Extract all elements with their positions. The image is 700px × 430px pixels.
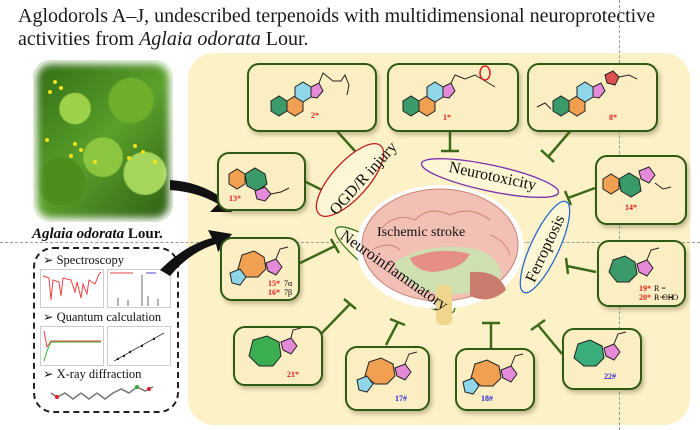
compound-label-1: 1* [443, 113, 451, 122]
plant-species-label: Aglaia odorata Lour. [32, 226, 163, 243]
title-line-2-suffix: Lour. [260, 28, 309, 50]
arrow-photo-to-compounds [170, 180, 232, 212]
compound-box-14: 14* [595, 155, 687, 225]
species-name: Aglaia odorata [32, 226, 125, 242]
compound-note-16: 7β [284, 288, 293, 297]
compound-box-19-20: 19* R = ···OH 20* R = =O [597, 240, 686, 307]
plant-photo [33, 60, 173, 222]
inhibit-bar-22 [530, 318, 546, 332]
compound-box-13: 13* [217, 152, 306, 211]
graphical-abstract-title: Aglodorols A–J, undescribed terpenoids w… [18, 5, 678, 51]
inhibit-bar-19 [564, 257, 570, 275]
compound-structure-21 [248, 328, 302, 367]
bullet-arrow-icon: ➢ [43, 367, 54, 381]
xray-crystal-structure [50, 385, 154, 400]
species-authority: Lour. [127, 226, 163, 242]
compound-note-15: 7α [284, 279, 293, 288]
inhibit-line-17 [384, 321, 400, 346]
compound-box-2: 2* [247, 63, 377, 132]
method-quantum-calculation: ➢ Quantum calculation [43, 309, 161, 325]
compound-structure-22 [573, 331, 627, 367]
title-line-1: Aglodorols A–J, undescribed terpenoids w… [18, 5, 656, 27]
compound-structure-18 [462, 353, 524, 395]
inhibit-bar-15 [329, 238, 341, 254]
method-label: Spectroscopy [56, 253, 124, 267]
compound-label-8: 8* [609, 113, 617, 122]
method-spectroscopy: ➢ Spectroscopy [43, 252, 124, 268]
brain-illustration [356, 185, 524, 325]
compound-structure-15-16 [229, 246, 289, 286]
compound-box-1: 1* [387, 63, 519, 132]
compound-note-20: R = =O [654, 293, 679, 302]
ogdr-injury-cloud [315, 143, 385, 217]
compound-label-20: 20* [639, 293, 651, 302]
compound-note-19: R = ···OH [654, 284, 674, 302]
compound-label-19: 19* [639, 284, 651, 293]
ecd-calculation-plot [40, 326, 104, 366]
bullet-arrow-icon: ➢ [43, 253, 54, 267]
compound-structure-13 [228, 167, 290, 202]
neurotoxicity-cloud [420, 158, 560, 198]
compound-label-2: 2* [311, 111, 319, 120]
inhibit-line-15 [295, 244, 336, 267]
compound-label-15: 15* [268, 279, 280, 288]
inhibit-bar-14 [563, 190, 573, 206]
compound-structure-2 [270, 72, 350, 117]
nmr-correlation-plot [107, 326, 171, 366]
inhibit-bar-8 [540, 149, 555, 163]
compound-structure-17 [356, 351, 418, 393]
compound-box-15-16: 15* 7α 16* 7β [220, 237, 300, 301]
title-line-2-prefix: activities from [18, 28, 140, 50]
inhibit-line-22 [537, 324, 563, 355]
compound-structure-19-20 [608, 247, 660, 283]
method-label: X-ray diffraction [56, 367, 142, 381]
arrow-methods-to-compounds [160, 230, 232, 276]
inhibit-bar-21 [343, 298, 357, 310]
method-xray-diffraction: ➢ X-ray diffraction [43, 366, 141, 382]
bullet-arrow-icon: ➢ [43, 310, 54, 324]
method-label: Quantum calculation [56, 310, 162, 324]
compound-box-21: 21* [233, 326, 323, 386]
compound-label-13: 13* [229, 194, 241, 203]
inhibit-line-19 [566, 264, 597, 274]
structure-elucidation-methods: ➢ Spectroscopy ➢ Quantum calculation ➢ X… [33, 247, 179, 413]
compound-label-14: 14* [625, 203, 637, 212]
ferroptosis-cloud [519, 200, 571, 294]
compound-box-18: 18# [455, 348, 535, 411]
compound-label-17: 17# [395, 394, 407, 403]
compound-structure-8 [536, 70, 638, 117]
compound-label-18: 18# [481, 394, 493, 403]
compound-label-16: 16* [268, 288, 280, 297]
ir-spectrum-plot [40, 269, 104, 308]
compound-box-8: 8* [527, 63, 658, 132]
mass-spectrum-plot [107, 269, 171, 308]
compound-structure-14 [602, 166, 672, 198]
title-species: Aglaia odorata [139, 28, 261, 50]
ischemic-stroke-label: Ischemic stroke [377, 225, 466, 240]
compound-structure-1 [402, 65, 496, 117]
inhibit-line-14 [567, 186, 596, 200]
inhibit-bar-17 [389, 317, 406, 327]
inhibit-line-8 [547, 127, 574, 158]
compound-label-21: 21* [287, 370, 299, 379]
compound-label-22: 22# [604, 372, 616, 381]
compound-box-22: 22# [562, 328, 642, 390]
compound-box-17: 17# [345, 346, 430, 411]
inhibit-line-21 [319, 303, 351, 336]
